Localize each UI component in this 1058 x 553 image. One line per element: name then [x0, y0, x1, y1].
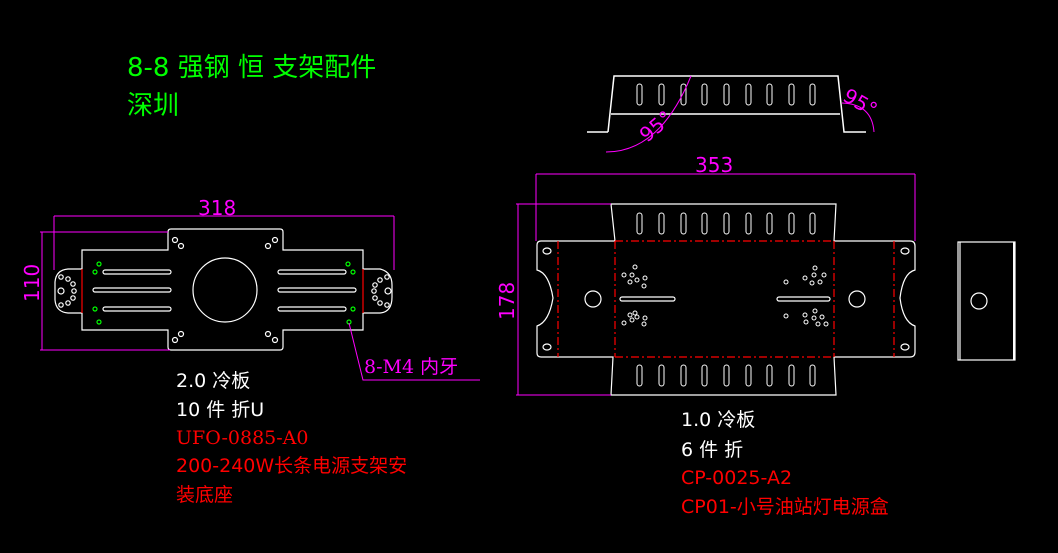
title-line-1: 8-8 强钢 恒 支架配件	[127, 53, 377, 83]
left-part-dimensions	[40, 215, 480, 381]
vent-slot	[745, 212, 752, 235]
right-part-bend-lines	[557, 240, 895, 358]
left-material: 2.0 冷板	[176, 370, 251, 392]
vent-slot	[788, 83, 795, 106]
right-part-flap-slots	[636, 212, 816, 387]
vent-slot	[766, 364, 773, 387]
right-dim-width: 353	[695, 153, 734, 177]
vent-slot	[658, 364, 665, 387]
vent-slot	[658, 212, 665, 235]
vent-slot	[636, 212, 643, 235]
left-description-2: 装底座	[176, 484, 234, 506]
right-part-hole-clusters	[621, 264, 829, 327]
right-quantity: 6 件 折	[681, 439, 744, 461]
left-dim-width: 318	[198, 196, 237, 220]
left-part-bend-lines	[81, 269, 364, 313]
vent-slot	[636, 364, 643, 387]
vent-slot	[723, 83, 730, 106]
right-part-end-view	[957, 241, 1016, 361]
right-part-outline	[536, 203, 916, 396]
right-part-angles	[605, 75, 875, 153]
vent-slot	[809, 212, 816, 235]
vent-slot	[766, 212, 773, 235]
vent-slot	[766, 83, 773, 106]
left-part-tapped-holes	[92, 261, 356, 325]
left-quantity: 10 件 折U	[176, 399, 265, 421]
right-part-dimensions	[516, 173, 916, 396]
vent-slot	[788, 364, 795, 387]
left-part-code: UFO-0885-A0	[176, 427, 309, 449]
right-description: CP01-小号油站灯电源盒	[681, 496, 889, 518]
vent-slot	[809, 364, 816, 387]
vent-slot	[680, 212, 687, 235]
vent-slot	[680, 364, 687, 387]
vent-slot	[658, 83, 665, 106]
right-part-side-view	[587, 75, 866, 133]
left-part-outline	[54, 228, 393, 351]
left-description-1: 200-240W长条电源支架安	[176, 455, 408, 477]
vent-slot	[701, 364, 708, 387]
right-part-side-slots	[636, 83, 816, 106]
right-dim-height: 178	[495, 281, 519, 320]
vent-slot	[809, 83, 816, 106]
left-callout-m4: 8-M4 内牙	[364, 356, 459, 378]
title-line-2: 深圳	[127, 91, 180, 121]
vent-slot	[745, 83, 752, 106]
vent-slot	[701, 83, 708, 106]
vent-slot	[723, 212, 730, 235]
right-material: 1.0 冷板	[681, 409, 756, 431]
vent-slot	[680, 83, 687, 106]
vent-slot	[701, 212, 708, 235]
vent-slot	[745, 364, 752, 387]
vent-slot	[723, 364, 730, 387]
vent-slot	[788, 212, 795, 235]
left-dim-height: 110	[20, 263, 44, 302]
vent-slot	[636, 83, 643, 106]
right-part-code: CP-0025-A2	[681, 467, 793, 489]
